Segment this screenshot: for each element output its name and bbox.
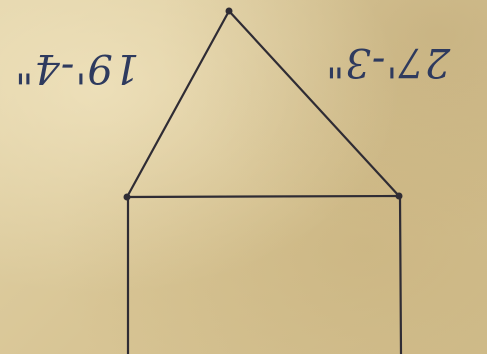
right-dimension-label: 27'-3" [325,39,451,85]
roof-base-line [125,194,401,199]
wall-right [398,194,403,354]
left-dimension-label: 19'-4" [14,45,140,91]
roof-right-edge [227,9,401,198]
right-vertex [395,192,403,200]
apex-vertex [225,7,233,15]
left-vertex [123,193,131,201]
roof-left-edge [125,9,231,199]
